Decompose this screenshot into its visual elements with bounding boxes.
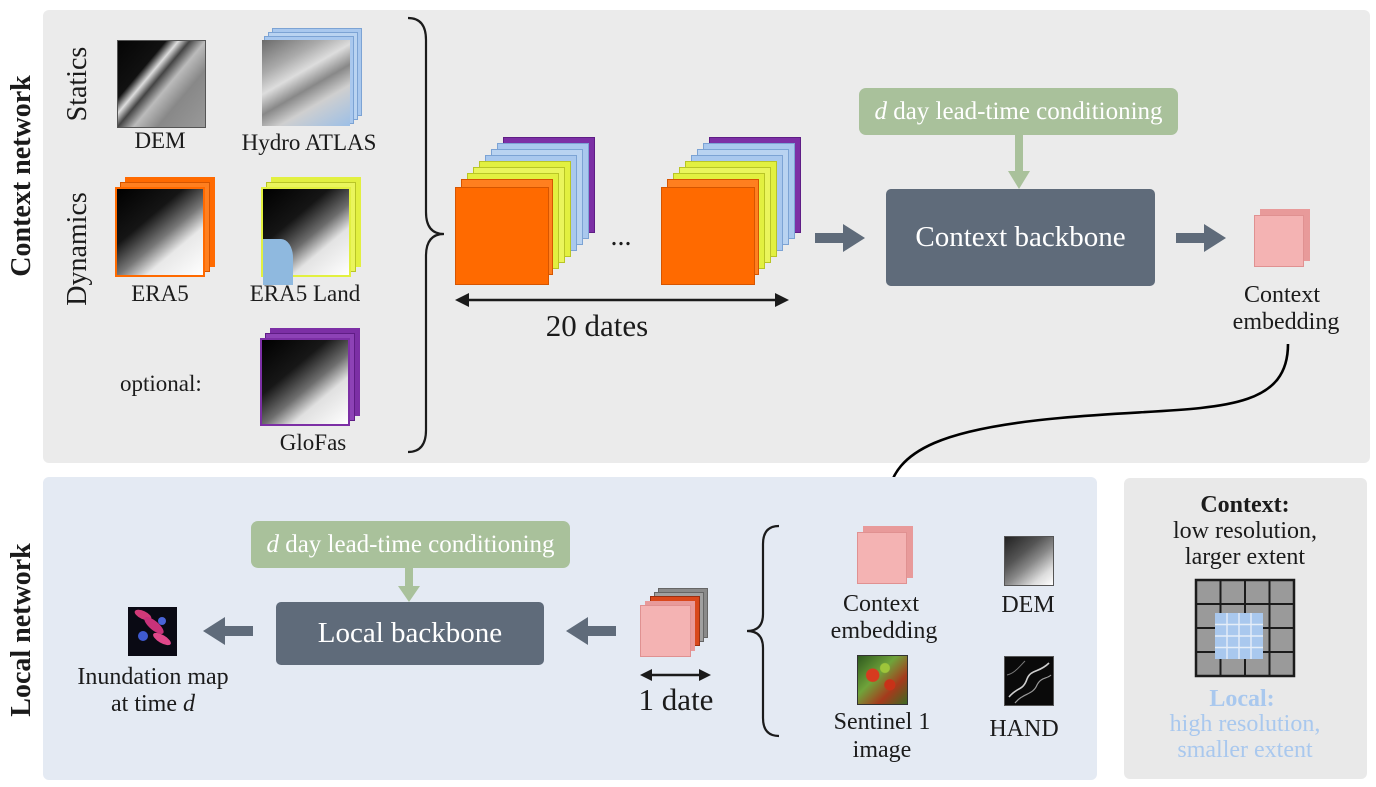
arrow-to-inundation-map	[203, 617, 253, 645]
context-conditioning-arrow	[1008, 135, 1030, 189]
input-brace	[407, 16, 445, 454]
local-lead-time-conditioning: d day lead-time conditioning	[251, 521, 570, 568]
arrow-to-context-embedding	[1176, 224, 1226, 252]
dem-label: DEM	[134, 128, 186, 153]
dates-span-arrow	[455, 293, 789, 307]
era5-stack	[115, 177, 217, 277]
inundation-map-label-2: at time d	[111, 691, 195, 717]
dem-thumbnail	[117, 40, 206, 128]
legend-context-title: Context:	[1200, 492, 1290, 518]
sentinel-image-thumbnail	[857, 655, 908, 705]
sentinel-label-2: image	[852, 737, 912, 763]
dates-ellipsis: ...	[610, 221, 632, 252]
context-lead-time-conditioning: d day lead-time conditioning	[859, 88, 1178, 135]
legend-context-line2: larger extent	[1184, 544, 1306, 570]
arrow-to-context-backbone	[815, 224, 865, 252]
era5-land-stack	[261, 177, 363, 285]
resolution-grid-illustration	[1194, 578, 1296, 678]
legend-local-line1: high resolution,	[1169, 711, 1321, 737]
legend-context-line1: low resolution,	[1173, 518, 1317, 544]
local-context-label-2: embedding	[830, 618, 938, 644]
context-conditioning-var: d	[874, 97, 887, 125]
context-embedding-cube	[1254, 209, 1310, 267]
local-conditioning-arrow	[398, 568, 420, 602]
local-dem-label: DEM	[1001, 592, 1055, 618]
local-input-brace	[746, 524, 780, 738]
local-context-label-1: Context	[843, 591, 919, 617]
context-conditioning-text: day lead-time conditioning	[886, 97, 1163, 125]
hydro-atlas-stack	[262, 28, 362, 128]
glofas-stack	[260, 328, 362, 426]
date-stack-last	[661, 137, 803, 287]
hand-thumbnail	[1004, 656, 1054, 706]
glofas-label: GloFas	[279, 430, 347, 455]
era5-label: ERA5	[131, 281, 189, 306]
inundation-map-label-1: Inundation map	[77, 664, 229, 690]
local-conditioning-var: d	[266, 530, 279, 558]
local-network-title: Local network	[6, 543, 37, 717]
inundation-map-label-var: d	[182, 691, 195, 717]
legend-local-title: Local:	[1209, 686, 1275, 712]
local-input-stack	[640, 588, 710, 658]
inundation-map-label-text: at time	[111, 691, 183, 717]
context-backbone: Context backbone	[886, 189, 1155, 286]
arrow-to-local-backbone	[566, 617, 616, 645]
local-context-embedding-cube	[857, 526, 913, 584]
dates-label: 20 dates	[545, 308, 649, 343]
one-date-label: 1 date	[638, 682, 714, 717]
hand-label: HAND	[989, 716, 1059, 742]
local-backbone: Local backbone	[276, 602, 544, 665]
optional-label: optional:	[120, 371, 202, 396]
one-date-arrow	[640, 669, 711, 681]
sentinel-label-1: Sentinel 1	[833, 709, 931, 735]
inundation-map-thumbnail	[128, 607, 177, 656]
era5-land-label: ERA5 Land	[249, 281, 361, 306]
context-embedding-label-1: Context	[1244, 282, 1320, 308]
legend-local-line2: smaller extent	[1177, 737, 1313, 763]
local-conditioning-text: day lead-time conditioning	[278, 530, 555, 558]
context-embedding-label-2: embedding	[1232, 309, 1340, 335]
date-stack-first	[455, 137, 597, 287]
local-dem-thumbnail	[1004, 536, 1054, 586]
hydro-atlas-label: Hydro ATLAS	[241, 130, 377, 155]
